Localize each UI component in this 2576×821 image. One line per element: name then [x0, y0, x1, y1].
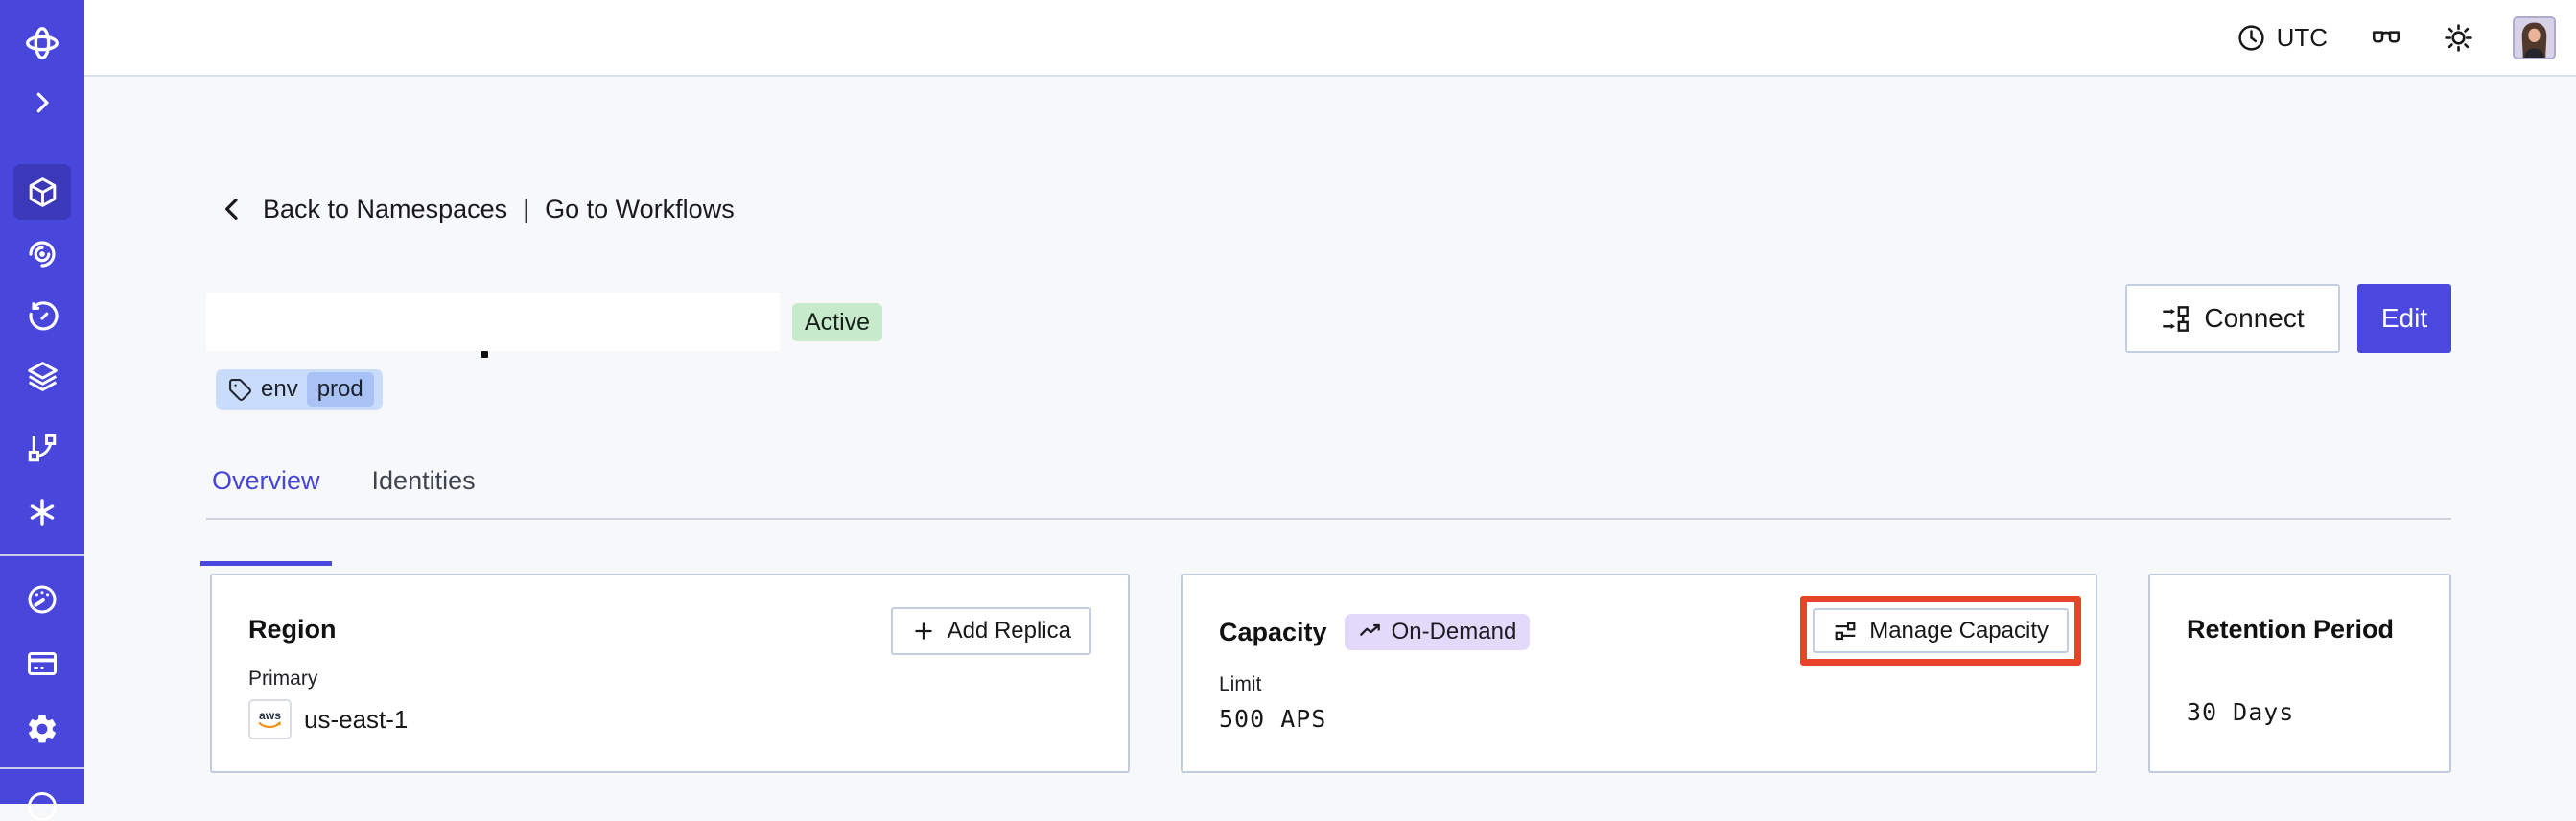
add-replica-label: Add Replica	[947, 618, 1071, 644]
batch-asterisk-icon	[30, 499, 55, 526]
user-avatar[interactable]	[2513, 15, 2556, 59]
manage-capacity-button[interactable]: Manage Capacity	[1813, 608, 2069, 653]
edit-button-label: Edit	[2380, 303, 2428, 333]
workflows-spiral-icon	[29, 241, 56, 268]
red-annotation-box: Manage Capacity	[1800, 596, 2081, 666]
retention-value: 30 Days	[2187, 698, 2295, 726]
labs-glasses-button[interactable]	[2370, 21, 2402, 54]
capacity-card: Capacity On-Demand Manage Capacity	[1181, 574, 2097, 773]
overview-cards: Region Add Replica Primary aws us-east-1	[210, 574, 2451, 773]
sidebar-item-account-partial[interactable]	[0, 786, 84, 821]
sidebar-divider	[0, 554, 84, 556]
tab-bar: Overview Identities	[200, 460, 2451, 566]
connect-flow-icon	[2163, 305, 2190, 332]
namespace-tag[interactable]: env prod	[216, 369, 383, 410]
sidebar-item-nexus[interactable]	[0, 431, 84, 465]
billing-card-icon	[28, 652, 57, 675]
redaction-artifact-dot	[481, 351, 488, 358]
deployments-layers-icon	[27, 361, 58, 391]
settings-adjust-icon	[1835, 622, 1856, 640]
svg-text:aws: aws	[259, 709, 281, 722]
back-chevron-icon[interactable]	[217, 194, 247, 224]
tab-overview[interactable]: Overview	[200, 460, 332, 566]
status-badge: Active	[792, 303, 883, 341]
region-value: us-east-1	[304, 704, 409, 734]
go-to-workflows-link[interactable]: Go to Workflows	[545, 194, 735, 223]
tag-key: env	[261, 376, 298, 402]
region-card-title: Region	[248, 615, 337, 644]
tab-identities[interactable]: Identities	[366, 460, 481, 518]
capacity-card-title: Capacity	[1219, 618, 1327, 646]
sidebar	[0, 0, 84, 821]
namespace-title-redacted	[206, 293, 780, 351]
on-demand-badge-label: On-Demand	[1391, 619, 1517, 645]
retention-card-title: Retention Period	[2187, 615, 2395, 644]
region-card: Region Add Replica Primary aws us-east-1	[210, 574, 1130, 773]
sidebar-divider	[0, 767, 84, 769]
glasses-icon	[2372, 31, 2400, 43]
connect-button[interactable]: Connect	[2125, 284, 2340, 353]
active-tab-underline	[200, 561, 332, 566]
tag-icon	[229, 378, 251, 401]
tab-identities-label: Identities	[371, 466, 476, 495]
settings-gear-icon	[28, 715, 57, 743]
breadcrumb: Back to Namespaces | Go to Workflows	[217, 194, 735, 224]
sidebar-item-namespaces[interactable]	[0, 175, 84, 209]
sidebar-item-batch-operations[interactable]	[0, 495, 84, 529]
expand-sidebar-button[interactable]	[0, 85, 84, 120]
on-demand-badge: On-Demand	[1344, 614, 1531, 650]
sun-icon	[2445, 23, 2472, 52]
clock-icon	[2236, 23, 2266, 53]
sidebar-item-billing[interactable]	[0, 646, 84, 681]
usage-gauge-icon	[28, 585, 57, 614]
tag-value: prod	[306, 372, 374, 407]
temporal-logo-icon	[0, 26, 84, 60]
sidebar-item-workflows[interactable]	[0, 237, 84, 271]
sidebar-item-settings[interactable]	[0, 712, 84, 746]
capacity-limit-label: Limit	[1219, 673, 1262, 695]
partial-circle-icon	[28, 792, 57, 821]
capacity-value: 500 APS	[1219, 705, 1327, 733]
top-bar: UTC	[84, 0, 2576, 77]
sidebar-item-deployments[interactable]	[0, 359, 84, 393]
schedules-clock-icon	[29, 301, 59, 331]
theme-toggle-button[interactable]	[2443, 22, 2474, 54]
back-to-namespaces-link[interactable]: Back to Namespaces	[263, 194, 508, 223]
namespaces-cube-icon	[29, 176, 56, 207]
manage-capacity-label: Manage Capacity	[1869, 617, 2049, 644]
breadcrumb-separator: |	[523, 194, 530, 223]
chevron-right-icon	[36, 92, 49, 113]
timezone-label: UTC	[2276, 22, 2328, 52]
retention-card: Retention Period 30 Days	[2148, 574, 2451, 773]
add-replica-button[interactable]: Add Replica	[890, 607, 1091, 655]
trending-up-icon	[1359, 623, 1380, 636]
aws-provider-icon: aws	[248, 699, 292, 739]
plus-icon	[914, 622, 932, 640]
timezone-selector[interactable]: UTC	[2236, 23, 2328, 53]
nexus-branch-icon	[28, 434, 57, 462]
tab-overview-label: Overview	[212, 466, 320, 495]
sidebar-item-usage[interactable]	[0, 582, 84, 617]
region-primary-label: Primary	[248, 668, 318, 690]
edit-button[interactable]: Edit	[2357, 284, 2451, 353]
main-content: Back to Namespaces | Go to Workflows Act…	[84, 77, 2576, 804]
sidebar-item-schedules[interactable]	[0, 301, 84, 336]
connect-button-label: Connect	[2204, 303, 2305, 333]
